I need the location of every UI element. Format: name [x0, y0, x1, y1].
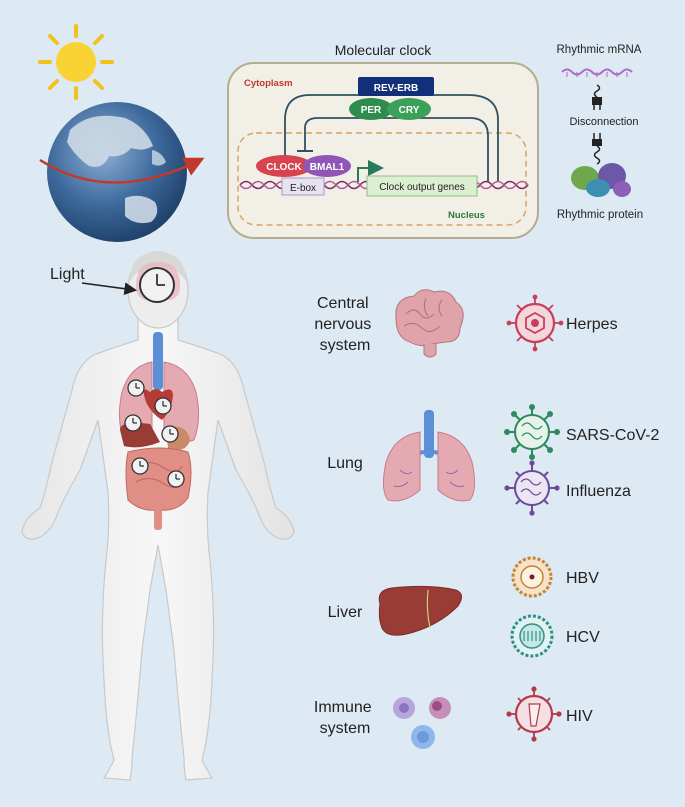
clock-protein [256, 155, 312, 177]
organ-clock-icon [154, 397, 172, 415]
organ-clock-icon [127, 379, 145, 397]
mrna-bases [566, 72, 628, 77]
rhythmic-protein-icon [571, 163, 631, 197]
hbv-label: HBV [566, 570, 599, 587]
cry-label: CRY [399, 105, 420, 116]
cry-protein [387, 98, 431, 120]
organ-clock-icon [161, 425, 179, 443]
hcv-label: HCV [566, 629, 600, 646]
sun-icon [38, 24, 114, 100]
cytoplasm-label: Cytoplasm [244, 78, 293, 89]
brain-icon [395, 289, 464, 358]
herpes-label: Herpes [566, 316, 618, 333]
human-body [21, 251, 295, 781]
nucleus-outline [237, 132, 527, 226]
rev-erb-box [358, 77, 434, 96]
sars-cov-2-virus-icon [504, 404, 560, 460]
organ-clock-icon [131, 457, 149, 475]
bmal1-label: BMAL1 [310, 162, 345, 173]
brain-clock-icon [139, 267, 175, 303]
light-arrow [81, 282, 138, 296]
disconnection-label: Disconnection [569, 116, 638, 128]
bmal1-protein [303, 155, 351, 177]
earth-icon [39, 102, 205, 242]
immune-label: Immune system [314, 699, 376, 737]
ebox-label: E-box [290, 183, 316, 194]
organ-clock-icon [167, 470, 185, 488]
hiv-label: HIV [566, 708, 593, 725]
herpes-virus-icon [506, 294, 564, 352]
disconnected-plug-icon [592, 84, 602, 110]
per-cry-feedback-line [304, 117, 489, 182]
ebox-box [281, 177, 325, 196]
per-protein [349, 98, 393, 120]
liver-icon [378, 585, 462, 636]
organ-clock-icon [124, 414, 142, 432]
cns-label: Central nervous system [314, 295, 375, 354]
influenza-label: Influenza [566, 483, 631, 500]
immune-cells-icon [393, 697, 451, 749]
sars-cov-2-label: SARS-CoV-2 [566, 427, 659, 444]
rhythmic-mrna-label: Rhythmic mRNA [557, 44, 642, 56]
nucleus-label: Nucleus [448, 210, 485, 221]
hiv-virus-icon [506, 686, 562, 742]
influenza-virus-icon [504, 460, 560, 516]
molecular-clock-title: Molecular clock [335, 42, 432, 58]
light-label: Light [50, 266, 85, 283]
molecular-clock-panel: Molecular clock Cytoplasm Nucleus REV-ER… [227, 42, 539, 239]
output-genes-box [366, 175, 478, 197]
liver-label: Liver [328, 604, 363, 621]
trachea [153, 332, 163, 390]
rhythmic-protein-label: Rhythmic protein [557, 209, 643, 221]
lung-label: Lung [327, 455, 363, 472]
rev-erb-label: REV-ERB [374, 83, 418, 94]
hcv-virus-icon [510, 614, 554, 658]
legend-panel: Rhythmic mRNA Disconnection Rhythmic pro… [557, 44, 644, 221]
hbv-virus-icon [511, 556, 553, 598]
clock-label: CLOCK [266, 162, 302, 173]
transcription-arrow [357, 160, 384, 182]
output-genes-label: Clock output genes [379, 182, 465, 193]
socket-icon [592, 133, 602, 165]
per-label: PER [361, 105, 382, 116]
lungs-icon [382, 410, 476, 502]
